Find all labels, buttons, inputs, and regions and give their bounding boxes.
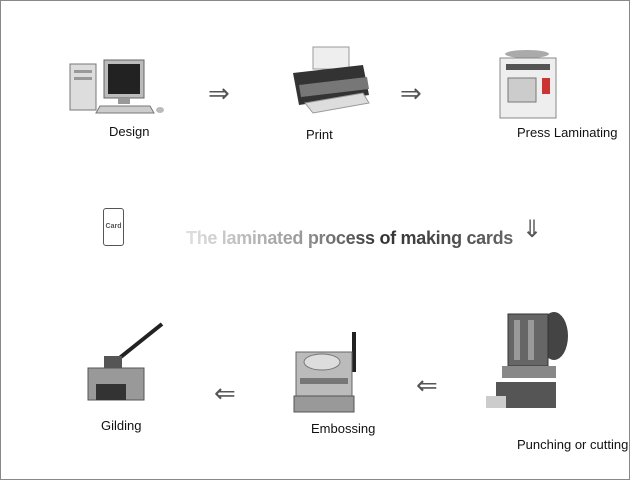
- printer-image: [293, 46, 370, 114]
- left-arrow-icon: ⇐: [416, 370, 438, 400]
- diagram-title: The laminated process of making cards: [186, 228, 514, 248]
- step-label-design: Design: [109, 124, 150, 139]
- card-icon: Card: [103, 208, 124, 246]
- right-arrow-icon: ⇒: [208, 78, 230, 108]
- left-arrow-icon: ⇐: [214, 378, 236, 408]
- step-label-punching-or-cutting: Punching or cutting: [517, 437, 629, 452]
- computer-image: [69, 59, 164, 114]
- step-label-embossing: Embossing: [311, 421, 376, 436]
- gilding-machine-image: [87, 322, 164, 401]
- step-label-print: Print: [306, 127, 333, 142]
- punching-machine-image: [486, 312, 568, 408]
- step-label-gilding: Gilding: [101, 418, 142, 433]
- step-label-press-laminating: Press Laminating: [517, 125, 618, 140]
- laminating-press-image: [499, 50, 557, 119]
- right-arrow-icon: ⇒: [400, 78, 422, 108]
- embossing-machine-image: [293, 332, 356, 413]
- down-arrow-icon: ⇓: [522, 216, 543, 243]
